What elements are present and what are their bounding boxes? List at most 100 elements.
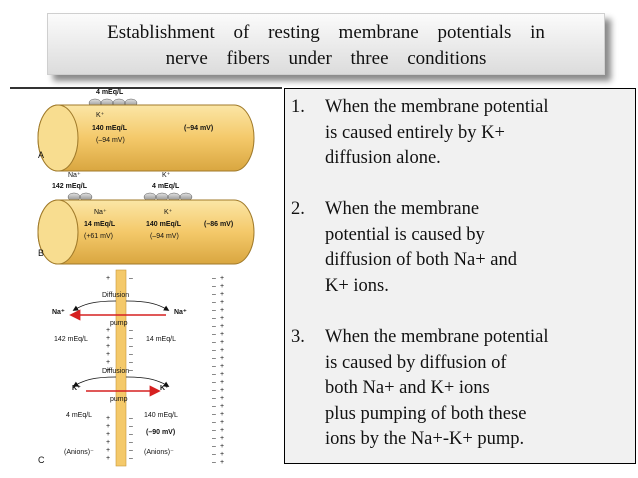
svg-text:–: – — [212, 451, 216, 458]
list-item-1-line-3: diffusion alone. — [325, 148, 441, 168]
svg-text:–: – — [212, 339, 216, 346]
svg-text:+: + — [106, 423, 110, 430]
svg-text:+: + — [106, 431, 110, 438]
svg-text:+: + — [220, 315, 224, 322]
svg-text:–: – — [212, 291, 216, 298]
svg-text:–: – — [212, 419, 216, 426]
panel-c: +– +– +– +– +– +– +– +– +– +– +– +– +– –… — [38, 269, 224, 467]
svg-text:+: + — [220, 387, 224, 394]
svg-text:+: + — [220, 427, 224, 434]
k-in-conc: 140 mEq/L — [144, 412, 178, 419]
panel-a-k-in: 140 mEq/L — [92, 125, 128, 132]
k-diffusion-arrow — [72, 376, 117, 387]
nerve-fiber-a-end — [37, 104, 79, 172]
na-diffusion-arrow-right — [125, 300, 170, 311]
svg-text:–: – — [129, 439, 133, 446]
k-out-conc: 4 mEq/L — [66, 412, 92, 419]
na-left-label: Na⁺ — [52, 309, 65, 316]
svg-text:–: – — [129, 351, 133, 358]
membrane-figure: 4 mEq/L K⁺ 140 mEq/L (–94 mV) (–94 mV) A… — [37, 89, 255, 467]
list-item-3-line-4: plus pumping of both these — [325, 403, 527, 424]
panel-c-potential: (–90 mV) — [146, 429, 175, 436]
svg-text:+: + — [220, 403, 224, 410]
svg-text:+: + — [220, 291, 224, 298]
panel-c-letter: C — [38, 455, 45, 465]
list-item-3-line-1: When the membrane potential — [325, 327, 549, 347]
svg-text:–: – — [212, 299, 216, 306]
list-number-3: 3. — [291, 327, 305, 347]
ion-channel-beads — [67, 192, 193, 202]
svg-text:+: + — [106, 335, 110, 342]
svg-text:+: + — [220, 419, 224, 426]
panel-a-potential: (–94 mV) — [184, 125, 213, 132]
k-right-label: K⁺ — [160, 385, 169, 392]
panel-b-k-ion-in: K⁺ — [164, 209, 173, 216]
svg-text:–: – — [129, 367, 133, 374]
svg-text:–: – — [129, 447, 133, 454]
panel-b-nernst-k: (–94 mV) — [150, 233, 179, 240]
panel-a: 4 mEq/L K⁺ 140 mEq/L (–94 mV) (–94 mV) A — [37, 89, 255, 172]
panel-b-na-ion-in: Na⁺ — [94, 209, 107, 216]
panel-b-k-in: 140 mEq/L — [146, 221, 182, 228]
svg-text:–: – — [129, 415, 133, 422]
membrane-strip — [115, 269, 127, 467]
panel-b-k-out: 4 mEq/L — [152, 183, 180, 190]
anions-in-label: (Anions)⁻ — [144, 449, 174, 456]
svg-text:+: + — [220, 355, 224, 362]
list-item-3-line-3: both Na+ and K+ ions — [325, 378, 490, 398]
panel-a-letter: A — [38, 150, 44, 160]
svg-text:–: – — [212, 347, 216, 354]
svg-text:–: – — [212, 403, 216, 410]
svg-text:+: + — [220, 379, 224, 386]
svg-text:+: + — [220, 307, 224, 314]
divider-rule — [10, 87, 282, 89]
list-item-1-line-2: is caused entirely by K+ — [325, 122, 505, 143]
na-in-conc: 14 mEq/L — [146, 336, 176, 343]
svg-text:+: + — [106, 439, 110, 446]
svg-text:–: – — [212, 443, 216, 450]
diffusion-label-2: Diffusion — [102, 368, 129, 375]
svg-text:–: – — [129, 327, 133, 334]
svg-text:–: – — [212, 363, 216, 370]
svg-text:+: + — [106, 275, 110, 282]
svg-text:–: – — [212, 435, 216, 442]
na-out-conc: 142 mEq/L — [54, 336, 88, 343]
svg-text:–: – — [129, 343, 133, 350]
svg-text:+: + — [106, 455, 110, 462]
k-diffusion-arrow-right — [125, 376, 170, 387]
svg-text:+: + — [220, 371, 224, 378]
svg-text:+: + — [220, 435, 224, 442]
svg-text:+: + — [106, 327, 110, 334]
svg-text:+: + — [220, 443, 224, 450]
na-diffusion-arrow — [72, 300, 117, 311]
svg-text:+: + — [220, 339, 224, 346]
na-right-label: Na⁺ — [174, 309, 187, 316]
svg-text:–: – — [212, 395, 216, 402]
svg-text:+: + — [106, 415, 110, 422]
svg-text:+: + — [220, 395, 224, 402]
svg-text:–: – — [212, 307, 216, 314]
svg-text:+: + — [220, 363, 224, 370]
panel-b-potential: (–86 mV) — [204, 221, 233, 228]
panel-b-nernst-na: (+61 mV) — [84, 233, 113, 240]
membrane-charges: +– +– +– +– +– +– +– +– +– +– +– +– +– — [106, 275, 133, 462]
panel-a-k-ion: K⁺ — [96, 112, 105, 119]
svg-text:–: – — [212, 275, 216, 282]
svg-text:–: – — [129, 335, 133, 342]
svg-text:–: – — [212, 371, 216, 378]
svg-text:+: + — [106, 447, 110, 454]
svg-text:+: + — [106, 343, 110, 350]
svg-text:–: – — [129, 455, 133, 462]
svg-text:–: – — [212, 315, 216, 322]
svg-text:–: – — [212, 355, 216, 362]
conditions-list: 1. When the membrane potential is caused… — [284, 88, 636, 464]
nerve-fiber-b-end — [37, 199, 79, 265]
svg-text:+: + — [220, 323, 224, 330]
svg-text:+: + — [220, 347, 224, 354]
k-left-label: K⁺ — [72, 385, 81, 392]
panel-b: Na⁺ K⁺ 142 mEq/L 4 mEq/L Na⁺ K⁺ 14 mEq/L… — [37, 172, 255, 265]
panel-b-letter: B — [38, 248, 44, 258]
svg-text:–: – — [129, 359, 133, 366]
svg-text:–: – — [129, 431, 133, 438]
pump-label-1: pump — [110, 320, 128, 327]
